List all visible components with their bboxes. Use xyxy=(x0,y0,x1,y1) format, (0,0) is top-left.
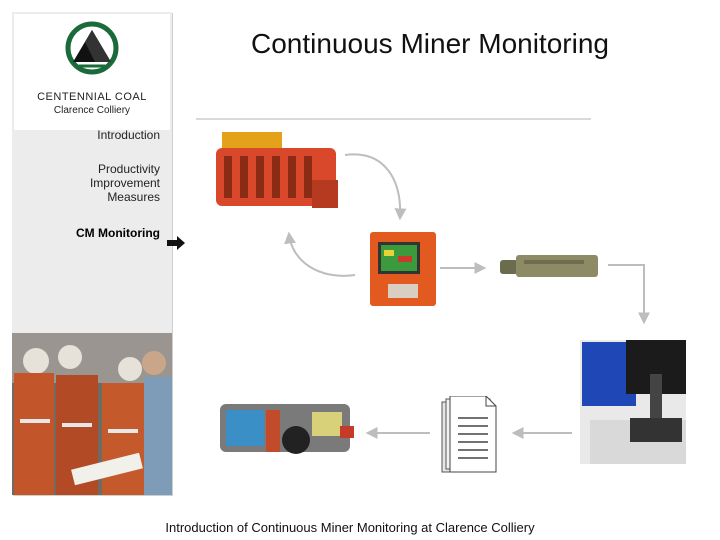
title-divider xyxy=(196,118,591,120)
curved-arrow-up xyxy=(284,231,356,277)
nav-item-introduction[interactable]: Introduction xyxy=(97,128,160,142)
company-logo: CENTENNIAL COAL Clarence Colliery xyxy=(14,14,170,130)
monitor-display-unit xyxy=(370,232,436,306)
page-title: Continuous Miner Monitoring xyxy=(251,28,609,59)
logo-company-name: CENTENNIAL COAL xyxy=(37,91,147,103)
logo-emblem-icon xyxy=(65,21,119,75)
footer-caption: Introduction of Continuous Miner Monitor… xyxy=(165,520,535,535)
arrow-to-computer xyxy=(608,264,650,325)
continuous-miner-image xyxy=(216,132,338,208)
logo-site-name: Clarence Colliery xyxy=(53,105,131,116)
right-arrow-icon xyxy=(167,236,185,250)
report-documents-icon xyxy=(441,396,497,473)
sensor-image xyxy=(500,255,598,277)
continuous-miner-cutaway-image xyxy=(220,404,354,454)
nav-item-cm-monitoring[interactable]: CM Monitoring xyxy=(76,226,160,240)
crew-photo xyxy=(12,333,172,495)
computer-station-image xyxy=(580,340,686,464)
curved-arrow-down xyxy=(344,153,407,221)
nav-item-productivity[interactable]: Productivity Improvement Measures xyxy=(89,162,160,204)
